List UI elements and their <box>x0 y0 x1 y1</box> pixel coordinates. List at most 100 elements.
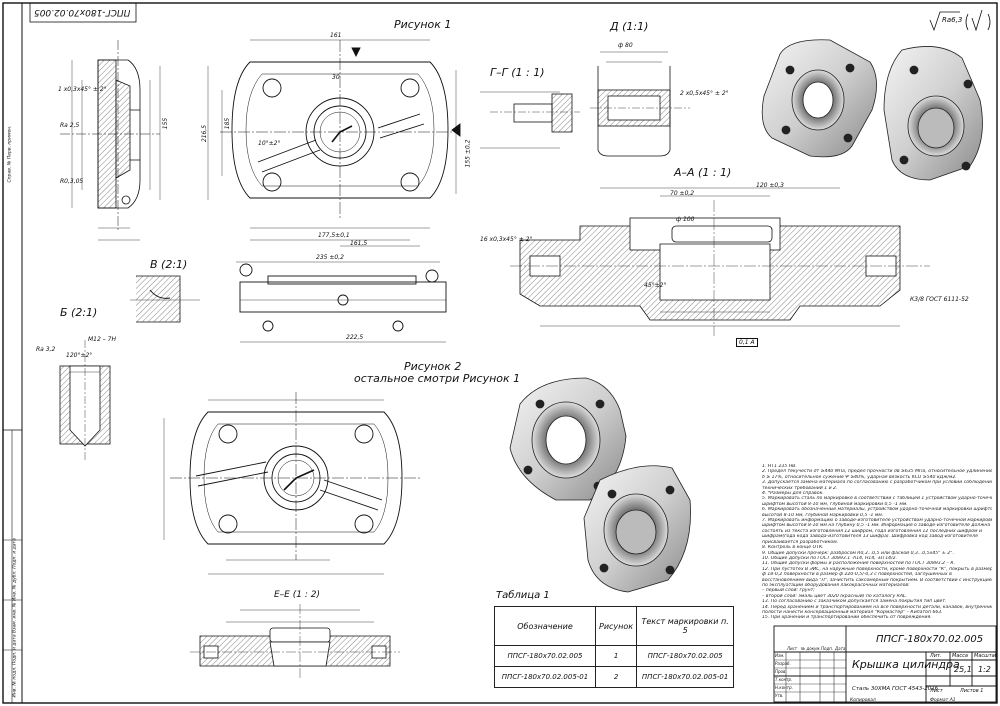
iso-view-top-2 <box>883 46 983 181</box>
dim-m12: M12 – 7H <box>88 336 116 343</box>
table-cell: ППСГ-180х70.02.005 <box>494 645 596 667</box>
note-line: 3. Допускается замена материала по согла… <box>762 480 992 486</box>
note-line: технических требований 1 и 2. <box>762 485 838 491</box>
dim-ang45: 45°±2° <box>644 282 667 289</box>
note-line: по эксплуатации оборудования лакокрасочн… <box>762 582 910 588</box>
note-line: полости нанести консервационный материал… <box>762 609 943 615</box>
fig2-subtitle: остальное смотри Рисунок 1 <box>354 372 521 385</box>
detail-d-title: Д (1:1) <box>610 20 649 33</box>
dim-2165: 216,5 <box>201 124 209 143</box>
dim-155: 155 ±0,2 <box>464 139 472 168</box>
note-line: 11. Общие допуски формы и расположения п… <box>762 561 956 567</box>
dim-d100: ф 100 <box>676 216 695 223</box>
fig2-title: Рисунок 2 <box>404 360 462 373</box>
dim-position-tol: 0,1 A <box>736 338 758 347</box>
marking-table: Обозначение Рисунок Текст маркировки п. … <box>494 606 735 688</box>
tb-copied: Копировал <box>850 698 876 703</box>
iso-view-bottom-2 <box>583 465 691 593</box>
note-line: ф 18-0,2 поверхности в размер ф 220-0,5/… <box>762 572 952 578</box>
dim-1775: 177,5±0,1 <box>318 232 350 239</box>
tb-mass-value: 25,1 <box>954 665 972 674</box>
note-line: шрифтом высотой 8-10 мм, глубиной маркир… <box>762 501 908 507</box>
left-strip-labels: Инв. № подл. Подп. и дата Взам. инв. № И… <box>12 538 18 698</box>
note-line: 12. При пустотех В ЭИС, на наружные пове… <box>762 566 992 572</box>
note-line: 15. При хранении и транспортировании обе… <box>762 615 932 621</box>
note-line: присваивается разработчиком. <box>762 539 839 545</box>
dim-chamfer-2: 2 х0,5х45° ± 2° <box>680 90 729 97</box>
tb-part-name: Крышка цилиндра <box>852 658 960 671</box>
note-line: высотой 8-10 мм, глубиной маркировки 0,5… <box>762 512 884 518</box>
left-strip-labels-top: Справ. № Перв. примен. <box>7 125 13 183</box>
tb-role: Н.контр. <box>775 685 793 690</box>
dim-chamfer-1: 1 х0,3х45° ± 2° <box>58 86 107 93</box>
tb-col-label: Дата <box>835 646 846 651</box>
tb-scale-value: 1:2 <box>978 665 991 674</box>
dim-1615: 161,5 <box>350 240 368 247</box>
note-line: 10. Общие допуски по ГОСТ 30893.1 -h14, … <box>762 555 897 561</box>
stamp-top: ППСГ-180х70.02.005 <box>34 7 131 17</box>
note-line: 9. Общие допуски прочерк: разбросом R0,3… <box>762 550 954 556</box>
view-v-title: В (2:1) <box>150 258 188 271</box>
dim-k38: К3/8 ГОСТ 6111-52 <box>910 296 969 303</box>
note-line: 4. *Размеры для справок. <box>762 491 824 497</box>
table-cell: ППСГ-180х70.02.005 <box>636 645 735 667</box>
tb-role: Т.контр. <box>775 677 793 682</box>
note-line: 14. Перед хранением и транспортированием… <box>762 604 992 610</box>
note-line: 6. Маркировать обозначенные материалы, у… <box>762 507 992 513</box>
dim-ra25: Ra 2,5 <box>60 122 80 129</box>
tb-designation: ППСГ-180х70.02.005 <box>876 634 984 645</box>
iso-view-top-1 <box>761 39 877 158</box>
section-aa-title: А–А (1 : 1) <box>674 166 732 179</box>
dim-chamfer-3: 16 х0,3х45° ± 2° <box>480 236 533 243</box>
fig1-title: Рисунок 1 <box>394 18 452 31</box>
table1-header: Текст маркировки п. 5 <box>636 606 735 646</box>
note-line: 5. Маркировать сталь по маркировке в соо… <box>762 496 992 502</box>
section-gg-title: Г–Г (1 : 1) <box>490 66 545 79</box>
tb-sheet-label: Лист <box>930 688 943 694</box>
iso-view-bottom-1 <box>509 377 627 501</box>
view-b <box>59 340 111 460</box>
dim-30: 30 <box>332 74 340 81</box>
dim-ang10: 10°±2° <box>258 140 281 147</box>
note-line: 8. Контроль в конце ОТК. <box>762 545 824 551</box>
table-cell: 2 <box>594 666 638 688</box>
tb-sheets-label: Листов 1 <box>960 688 984 694</box>
dim-161: 161 <box>330 32 342 39</box>
section-ee-title: Е–Е (1 : 2) <box>274 590 320 600</box>
note-line: – первый слой: грунт; <box>762 588 815 594</box>
view-b-title: Б (2:1) <box>60 306 98 319</box>
roughness-label: Ra6,3 <box>942 16 963 24</box>
note-line: 13. По согласованию с заказчиком допуска… <box>762 599 947 605</box>
tb-role: Изм. <box>775 653 785 658</box>
detail-d <box>590 51 690 157</box>
side-view-fig1 <box>60 40 161 241</box>
title-block <box>773 625 997 703</box>
tb-role: Разраб. <box>775 661 791 666</box>
note-line: 7. Маркировать информацию о заводе-изгот… <box>762 518 992 524</box>
dim-235: 235 ±0,2 <box>316 254 344 261</box>
dim-ra32: Ra 3,2 <box>36 346 56 353</box>
dim-d80: ф 80 <box>618 42 633 49</box>
tb-material: Сталь 30ХМА ГОСТ 4543-2016 <box>852 686 939 692</box>
plan-view-fig2 <box>163 392 420 575</box>
table-cell: ППСГ-180х70.02.005-01 <box>494 666 596 688</box>
table-row: ППСГ-180х70.02.005 1 ППСГ-180х70.02.005 <box>494 645 735 667</box>
note-line: состоять из текста изготовления 12 шифро… <box>762 528 982 534</box>
tb-lit-label: Лит. <box>930 653 942 659</box>
tb-role: Пров. <box>775 669 787 674</box>
table-row: ППСГ-180х70.02.005-01 2 ППСГ-180х70.02.0… <box>494 666 735 688</box>
note-line: шрифтом высотой 8-10 мм на глубину 0,5 -… <box>762 523 991 529</box>
table-cell: 1 <box>594 645 638 667</box>
dim-ang120: 120°±2° <box>66 352 93 359</box>
note-line: 2. Предел текучести σт ≥440 МПа, предел … <box>762 469 992 475</box>
tb-scale-label: Масштаб <box>974 653 998 659</box>
tb-col-label: Подп. <box>821 646 834 651</box>
tb-mass-label: Масса <box>952 653 968 659</box>
section-gg <box>480 91 580 149</box>
note-line: восстановлением вида "Л", зачистить сакс… <box>762 577 992 583</box>
dim-70: 70 ±0,2 <box>670 190 695 197</box>
section-ee <box>190 604 400 680</box>
note-line: шифрам(года кода завода-изготовителя 13 … <box>762 534 978 540</box>
tb-role: Утв. <box>775 693 784 698</box>
